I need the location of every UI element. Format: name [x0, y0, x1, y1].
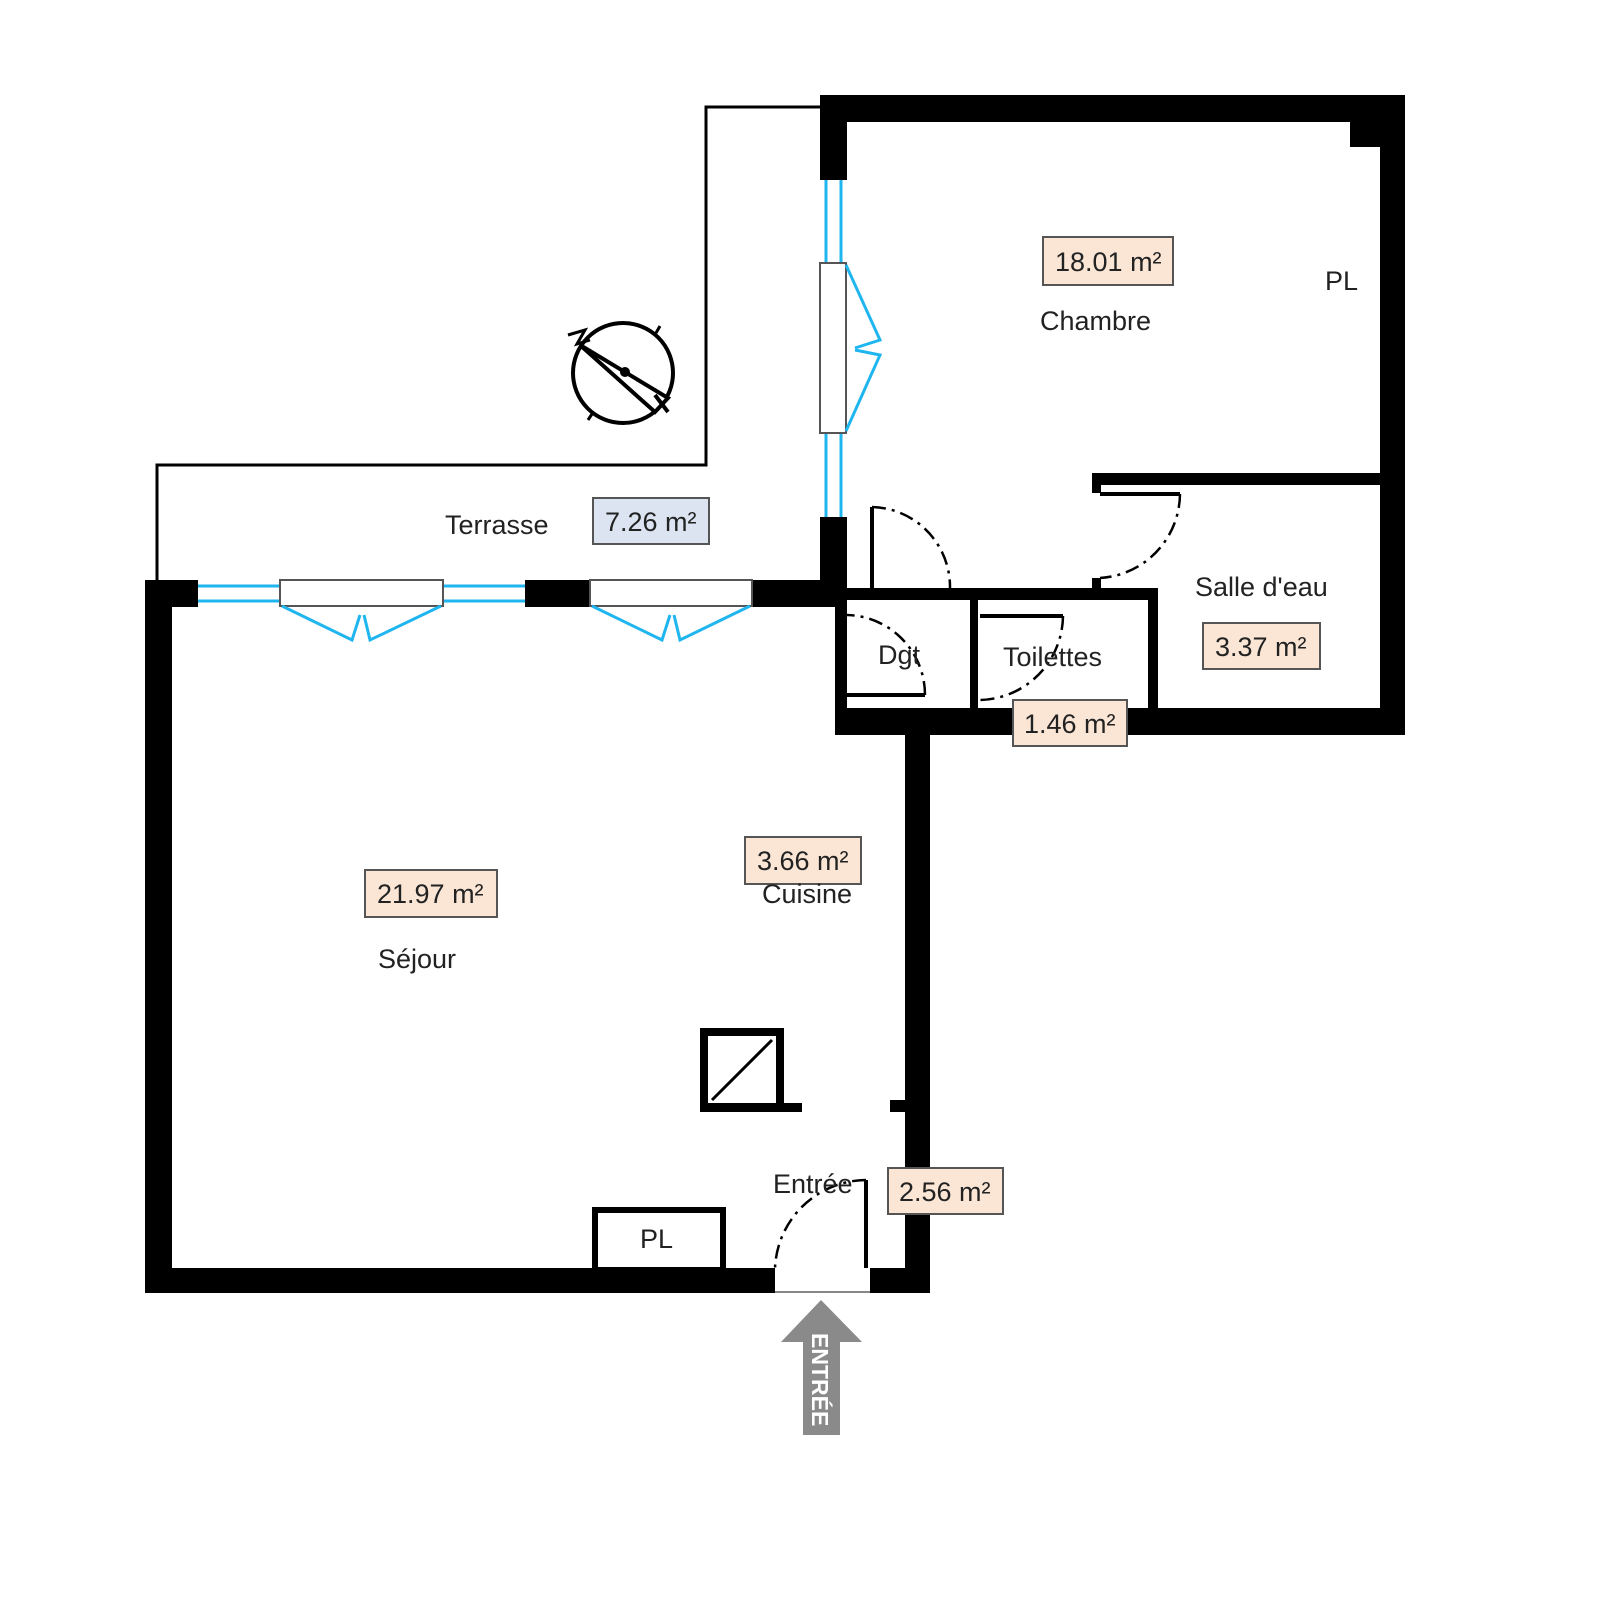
entree-label: Entrée	[773, 1169, 853, 1199]
sejour-label: Séjour	[378, 944, 456, 974]
sejour-window-left	[198, 579, 525, 643]
dgt-label: Dgt	[878, 640, 921, 670]
salle-eau-area: 3.37 m²	[1215, 632, 1307, 662]
cuisine-label: Cuisine	[762, 879, 852, 909]
chambre-area: 18.01 m²	[1055, 247, 1162, 277]
entrance-arrow-icon: ENTRÉE	[781, 1300, 862, 1435]
salle-eau-label: Salle d'eau	[1195, 572, 1328, 602]
terrace-outline	[155, 105, 820, 580]
sejour-window-right	[589, 579, 753, 643]
compass-icon	[567, 321, 675, 425]
entree-area: 2.56 m²	[899, 1177, 991, 1207]
toilettes-label: Toilettes	[1003, 642, 1102, 672]
chambre-label: Chambre	[1040, 306, 1151, 336]
chambre-window	[819, 180, 883, 517]
cuisine-area: 3.66 m²	[757, 846, 849, 876]
closet-sejour-label: PL	[640, 1224, 673, 1254]
toilettes-area: 1.46 m²	[1024, 709, 1116, 739]
sejour-area: 21.97 m²	[377, 879, 484, 909]
doors	[773, 492, 1182, 1293]
closet-chambre-label: PL	[1325, 266, 1358, 296]
terrasse-area: 7.26 m²	[605, 507, 697, 537]
entrance-arrow-label: ENTRÉE	[807, 1333, 834, 1426]
chimney-duct	[700, 1028, 802, 1112]
closet-sejour	[592, 1207, 726, 1273]
terrasse-label: Terrasse	[445, 510, 549, 540]
walls	[145, 95, 1405, 1293]
